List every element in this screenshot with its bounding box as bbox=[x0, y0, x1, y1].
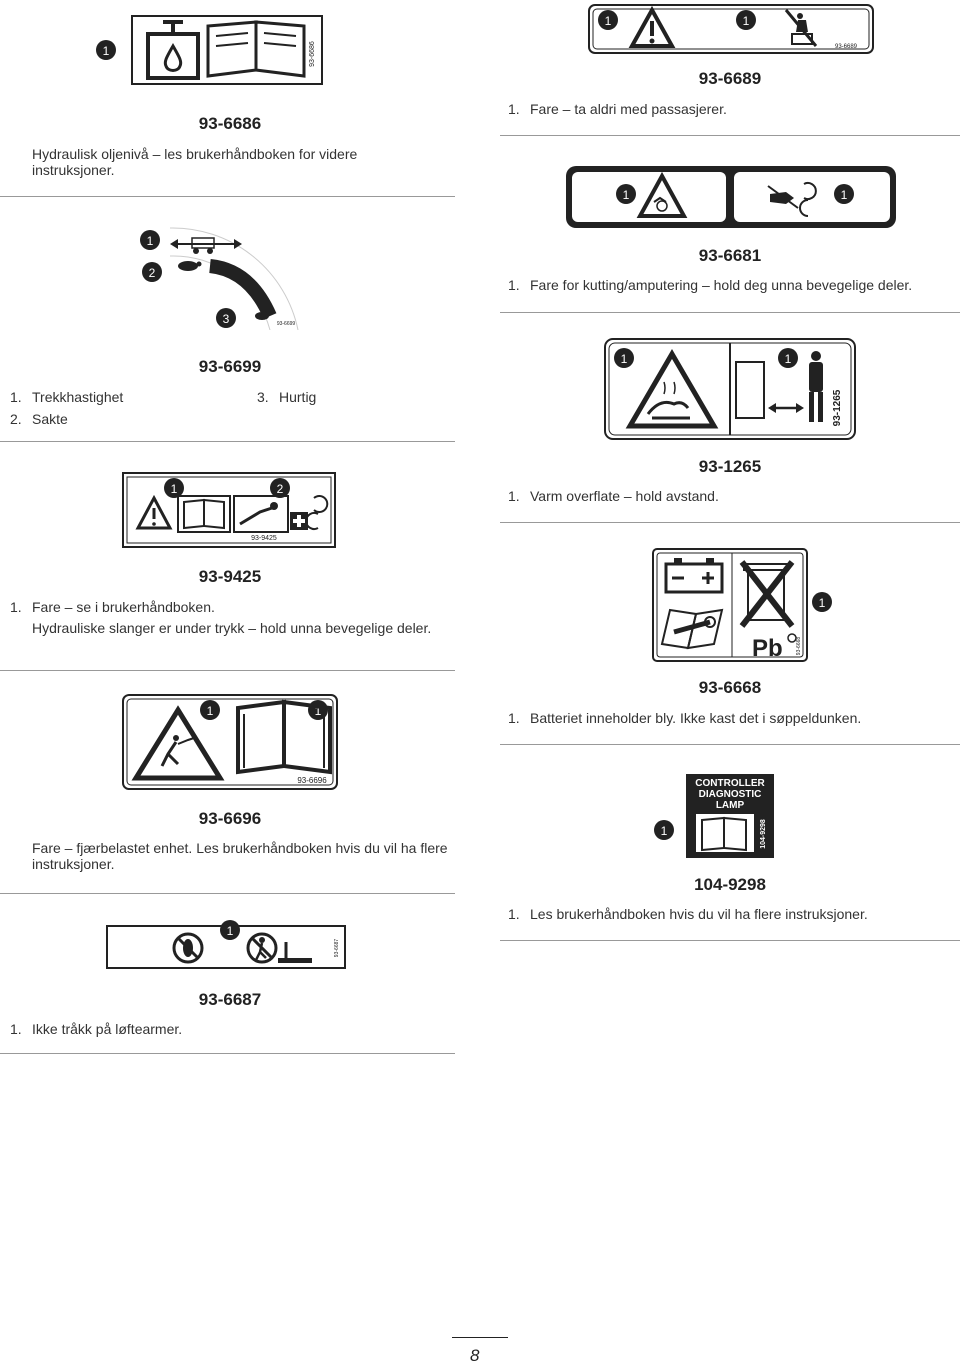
decal-code: 93-6686 bbox=[198, 114, 262, 133]
decal-code: 93-6668 bbox=[698, 678, 762, 697]
decal-code: 93-1265 bbox=[698, 457, 762, 476]
callout-1: 1 bbox=[623, 188, 630, 202]
stamp: 93-1265 bbox=[832, 389, 843, 426]
warning-triangle-icon bbox=[135, 494, 173, 530]
decal-93-6686: 1 93-6686 bbox=[96, 14, 326, 86]
rotation-icon bbox=[305, 495, 329, 530]
divider bbox=[0, 441, 455, 442]
stamp: 93-6687 bbox=[334, 939, 340, 958]
stamp: 93-9425 bbox=[251, 535, 277, 542]
divider bbox=[500, 522, 960, 523]
first-aid-icon bbox=[290, 512, 308, 530]
legend-item: 1.Batteriet inneholder bly. Ikke kast de… bbox=[508, 710, 862, 726]
rabbit-icon bbox=[255, 305, 271, 320]
spring-hazard-icon bbox=[131, 705, 225, 781]
battery-icon bbox=[664, 558, 724, 594]
manual-wrench-icon bbox=[660, 608, 724, 650]
banner-line: DIAGNOSTIC bbox=[699, 789, 762, 800]
legend-item: 2.Hydrauliske slanger er under trykk – h… bbox=[32, 620, 432, 636]
legend-item: 1.Varm overflate – hold avstand. bbox=[508, 488, 719, 504]
stamp: 93-6686 bbox=[309, 41, 316, 67]
divider bbox=[500, 135, 960, 136]
legend-item: 2.Sakte bbox=[10, 411, 68, 427]
legend-item: 1.Les brukerhåndboken hvis du vil ha fle… bbox=[508, 906, 868, 922]
manual-icon bbox=[696, 814, 754, 852]
decal-code: 104-9298 bbox=[694, 875, 766, 894]
hot-surface-icon bbox=[625, 349, 719, 429]
callout-1: 1 bbox=[147, 234, 154, 248]
divider bbox=[0, 196, 455, 197]
divider bbox=[0, 1053, 455, 1054]
callout-2: 2 bbox=[277, 482, 284, 496]
turtle-icon bbox=[178, 261, 202, 271]
callout-1: 1 bbox=[171, 482, 178, 496]
legend-item: 1.Fare – se i brukerhåndboken. bbox=[10, 599, 215, 615]
decal-code: 93-9425 bbox=[198, 567, 262, 586]
callout-1: 1 bbox=[315, 704, 322, 718]
legend-item: 3.Hurtig bbox=[257, 389, 317, 405]
banner-line: CONTROLLER bbox=[695, 778, 765, 789]
no-step-icon bbox=[172, 932, 204, 964]
cutting-hazard-icon bbox=[636, 171, 688, 218]
divider bbox=[500, 312, 960, 313]
callout-1: 1 bbox=[605, 14, 612, 28]
divider bbox=[500, 940, 960, 941]
stamp: 93-6699 bbox=[277, 321, 296, 327]
no-walk-icon bbox=[246, 932, 278, 964]
callout-1: 1 bbox=[743, 14, 750, 28]
legend-item: 1.Ikke tråkk på løftearmer. bbox=[10, 1021, 183, 1037]
manual-icon bbox=[236, 699, 332, 775]
keep-hands-away-icon bbox=[767, 182, 817, 217]
decal-code: 93-6681 bbox=[698, 246, 762, 265]
decal-93-6689: 1 1 93-6689 bbox=[588, 4, 874, 54]
divider bbox=[0, 670, 455, 671]
callout-3: 3 bbox=[223, 312, 230, 326]
divider bbox=[500, 744, 960, 745]
keep-distance-icon bbox=[735, 351, 823, 422]
legend-item: 1.Hydraulisk oljenivå – les brukerhåndbo… bbox=[32, 146, 358, 178]
callout-1: 1 bbox=[103, 44, 110, 58]
tractor-icon bbox=[170, 237, 242, 254]
decal-code: 93-6687 bbox=[198, 990, 262, 1009]
warning-triangle-icon bbox=[628, 5, 676, 48]
footer-rule bbox=[452, 1337, 508, 1338]
callout-1: 1 bbox=[621, 352, 628, 366]
banner-line: LAMP bbox=[716, 800, 745, 811]
stamp: 93-6696 bbox=[297, 776, 327, 785]
lead-symbol: Pb bbox=[752, 635, 783, 662]
decal-93-9425: 1 2 93-9425 bbox=[122, 472, 336, 548]
decal-code: 93-6689 bbox=[698, 69, 762, 88]
manual-icon bbox=[177, 495, 231, 533]
callout-1: 1 bbox=[661, 824, 668, 838]
decal-93-6696: 1 1 93-6696 bbox=[122, 694, 338, 790]
decal-93-6668: 1 Pb 93-6668 bbox=[652, 548, 838, 662]
callout-1: 1 bbox=[227, 924, 234, 938]
decal-104-9298: 1 CONTROLLER DIAGNOSTIC LAMP 104-9298 bbox=[652, 772, 778, 858]
stamp: 104-9298 bbox=[760, 819, 767, 849]
page-number: 8 bbox=[470, 1346, 480, 1365]
legend-item: 1.Fare – ta aldri med passasjerer. bbox=[508, 101, 727, 117]
decal-code: 93-6699 bbox=[198, 357, 262, 376]
decal-93-6699: 1 2 3 93-6699 bbox=[140, 226, 300, 330]
callout-2: 2 bbox=[149, 266, 156, 280]
no-trash-bin-icon bbox=[739, 560, 795, 628]
callout-1: 1 bbox=[207, 704, 214, 718]
decal-code: 93-6696 bbox=[198, 809, 262, 828]
no-passenger-icon bbox=[784, 9, 818, 47]
stamp: 93-6668 bbox=[796, 637, 802, 656]
callout-1: 1 bbox=[819, 596, 826, 610]
hydraulic-oil-icon bbox=[146, 20, 200, 80]
decal-93-6687: 1 93-6687 bbox=[106, 920, 346, 970]
legend-item: 1.Fare for kutting/amputering – hold deg… bbox=[508, 277, 913, 293]
callout-1: 1 bbox=[785, 352, 792, 366]
callout-1: 1 bbox=[841, 188, 848, 202]
decal-93-1265: 1 1 93-1265 bbox=[604, 338, 856, 440]
legend-item: 1.Trekkhastighet bbox=[10, 389, 124, 405]
divider bbox=[0, 893, 455, 894]
stamp: 93-6689 bbox=[835, 44, 858, 50]
decal-93-6681: 1 1 bbox=[564, 164, 898, 230]
manual-icon bbox=[206, 20, 306, 78]
hose-spray-icon bbox=[233, 495, 289, 533]
legend-item: 1.Fare – fjærbelastet enhet. Les brukerh… bbox=[32, 840, 448, 872]
